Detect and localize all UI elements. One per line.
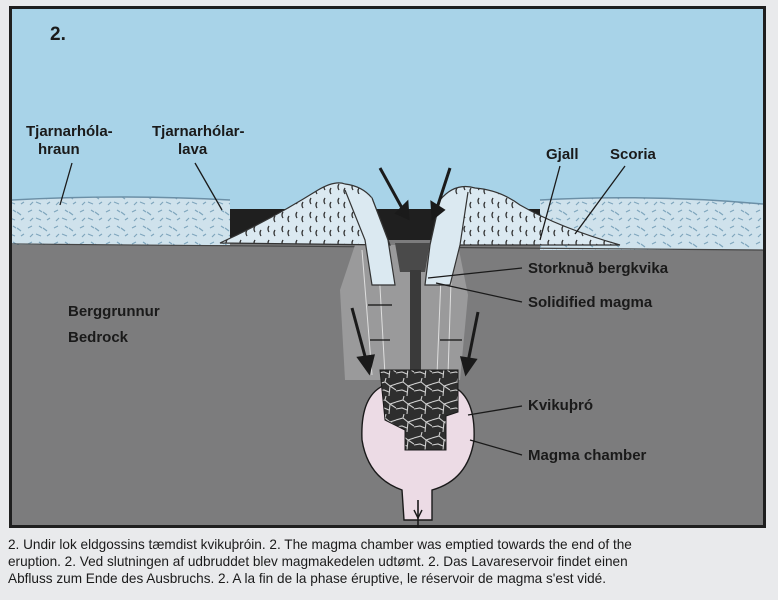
caption-line: Abfluss zum Ende des Ausbruchs. 2. A la … — [8, 571, 607, 586]
label-chamber-is: Kvikuþró — [528, 397, 593, 414]
caption: 2. Undir lok eldgossins tæmdist kvikuþró… — [8, 536, 770, 587]
caption-line: eruption. 2. Ved slutningen af udbruddet… — [8, 554, 628, 569]
crater — [395, 243, 430, 272]
flow-arrows — [350, 167, 480, 377]
label-lava-en-2: lava — [178, 141, 208, 158]
label-solidified-magma-is: Storknuð bergkvika — [528, 260, 669, 277]
lava-layer-right — [540, 197, 763, 250]
scoria-cone-right — [429, 185, 621, 246]
label-scoria-is: Gjall — [546, 146, 579, 163]
label-solidified-magma-en: Solidified magma — [528, 294, 653, 311]
label-lava-is-2: hraun — [38, 141, 80, 158]
label-lava-is-1: Tjarnarhóla- — [26, 123, 113, 140]
lava-layer-left — [12, 197, 230, 245]
caption-line: 2. Undir lok eldgossins tæmdist kvikuþró… — [8, 537, 632, 552]
label-bedrock-is: Berggrunnur — [68, 303, 160, 320]
label-scoria-en: Scoria — [610, 146, 657, 163]
volcano-cross-section-diagram: 2. Tjarnarhóla- hraun Tjarnarhólar- lava… — [9, 6, 766, 528]
scoria-cone-left — [219, 182, 391, 246]
panel-number: 2. — [50, 24, 66, 45]
label-bedrock-en: Bedrock — [68, 329, 129, 346]
rock-debris — [379, 369, 459, 451]
sky — [12, 9, 763, 209]
label-chamber-en: Magma chamber — [528, 447, 647, 464]
label-lava-en-1: Tjarnarhólar- — [152, 123, 245, 140]
solidified-magma-plug — [410, 270, 421, 370]
